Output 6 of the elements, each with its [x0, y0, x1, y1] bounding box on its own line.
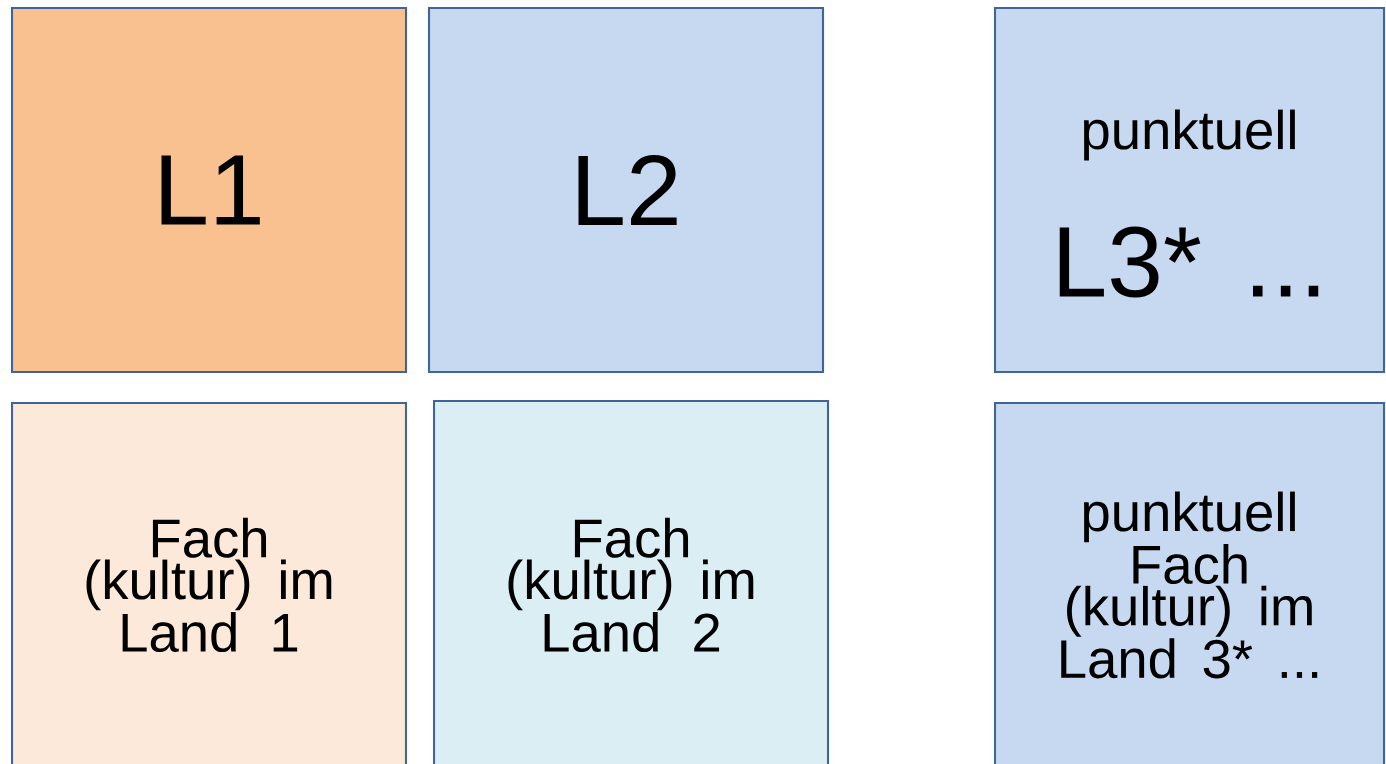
text-box: L1	[10, 6, 408, 374]
text-box: punktuell L3* ...	[993, 6, 1386, 374]
text-box: L2	[427, 6, 825, 374]
text-box: Fach (kultur) im Land 2	[432, 399, 830, 764]
text-box: punktuell Fach (kultur) im Land 3* ...	[993, 401, 1386, 764]
text-box: Fach (kultur) im Land 1	[10, 401, 408, 764]
